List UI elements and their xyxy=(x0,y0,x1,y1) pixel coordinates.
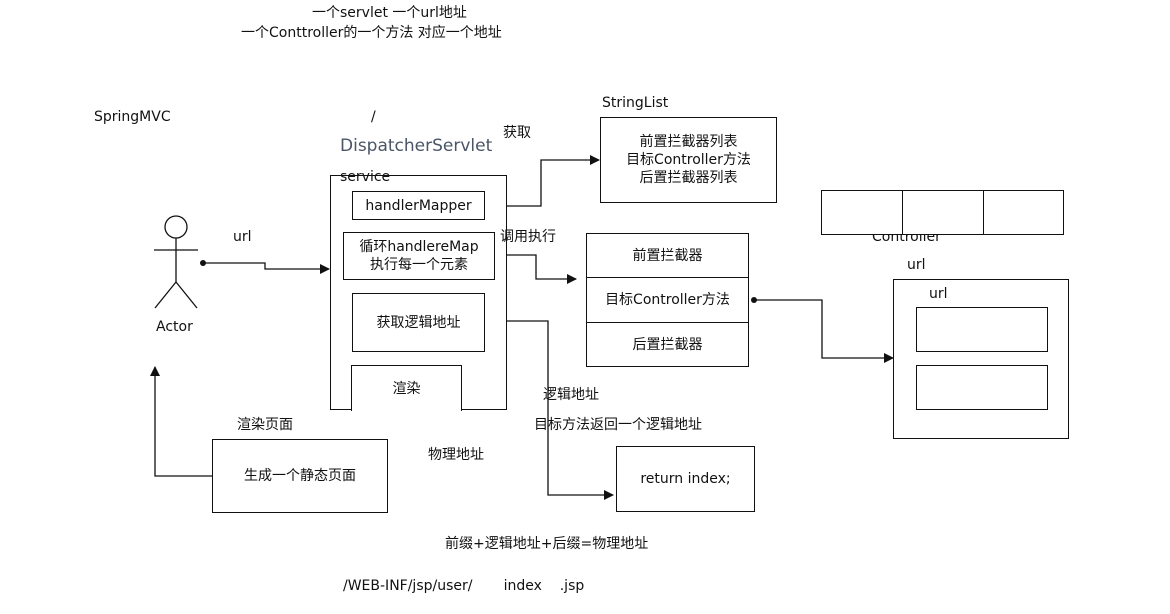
return-index-box: return index; xyxy=(616,446,755,512)
render-page-label: 渲染页面 xyxy=(237,417,293,433)
header-line-1: 一个servlet 一个url地址 xyxy=(312,5,467,21)
dispatcher-name: DispatcherServlet xyxy=(340,136,493,156)
actor-figure-icon xyxy=(154,215,198,309)
service-label: service xyxy=(340,169,391,185)
stringlist-box: 前置拦截器列表 目标Controller方法 后置拦截器列表 xyxy=(600,117,777,203)
controller-inner-box-2 xyxy=(916,365,1048,410)
stringlist-title: StringList xyxy=(602,95,669,111)
controller-cell-3 xyxy=(983,190,1064,235)
invoke-label: 调用执行 xyxy=(500,229,556,245)
chain-target-method: 目标Controller方法 xyxy=(586,277,749,323)
controller-label: Controller xyxy=(872,229,941,245)
physical-address-label: 物理地址 xyxy=(428,447,484,463)
logical-address-desc: 目标方法返回一个逻辑地址 xyxy=(534,417,702,433)
connector-actor-to-service xyxy=(200,260,330,274)
formula-text: 前缀+逻辑地址+后缀=物理地址 xyxy=(445,536,649,552)
controller-cell-2 xyxy=(902,190,984,235)
chain-pre-interceptor: 前置拦截器 xyxy=(586,233,749,278)
actor-label: Actor xyxy=(156,319,193,335)
controller-inner-box-1 xyxy=(916,307,1048,352)
controller-box xyxy=(893,279,1069,439)
controller-inner-url: url xyxy=(929,286,948,302)
header-line-2: 一个Conttroller的一个方法 对应一个地址 xyxy=(241,25,502,41)
logical-address-label: 逻辑地址 xyxy=(543,387,599,403)
framework-label: SpringMVC xyxy=(94,109,171,125)
connector-render-to-actor xyxy=(150,366,212,477)
handler-mapper-box: handlerMapper xyxy=(352,191,485,220)
chain-post-interceptor: 后置拦截器 xyxy=(586,322,749,367)
actor-url-label: url xyxy=(233,229,252,245)
static-page-box: 生成一个静态页面 xyxy=(212,439,388,513)
controller-outer-url: url xyxy=(907,257,926,273)
render-box: 渲染 xyxy=(351,365,462,411)
fetch-label: 获取 xyxy=(503,125,531,141)
path-text: /WEB-INF/jsp/user/ index .jsp xyxy=(343,578,585,594)
dispatcher-slash: / xyxy=(371,109,376,125)
controller-cell-1 xyxy=(821,190,903,235)
loop-handler-box: 循环handlereMap 执行每一个元素 xyxy=(343,232,495,280)
connector-target-to-controller xyxy=(751,297,894,363)
get-logical-address-box: 获取逻辑地址 xyxy=(352,293,485,352)
